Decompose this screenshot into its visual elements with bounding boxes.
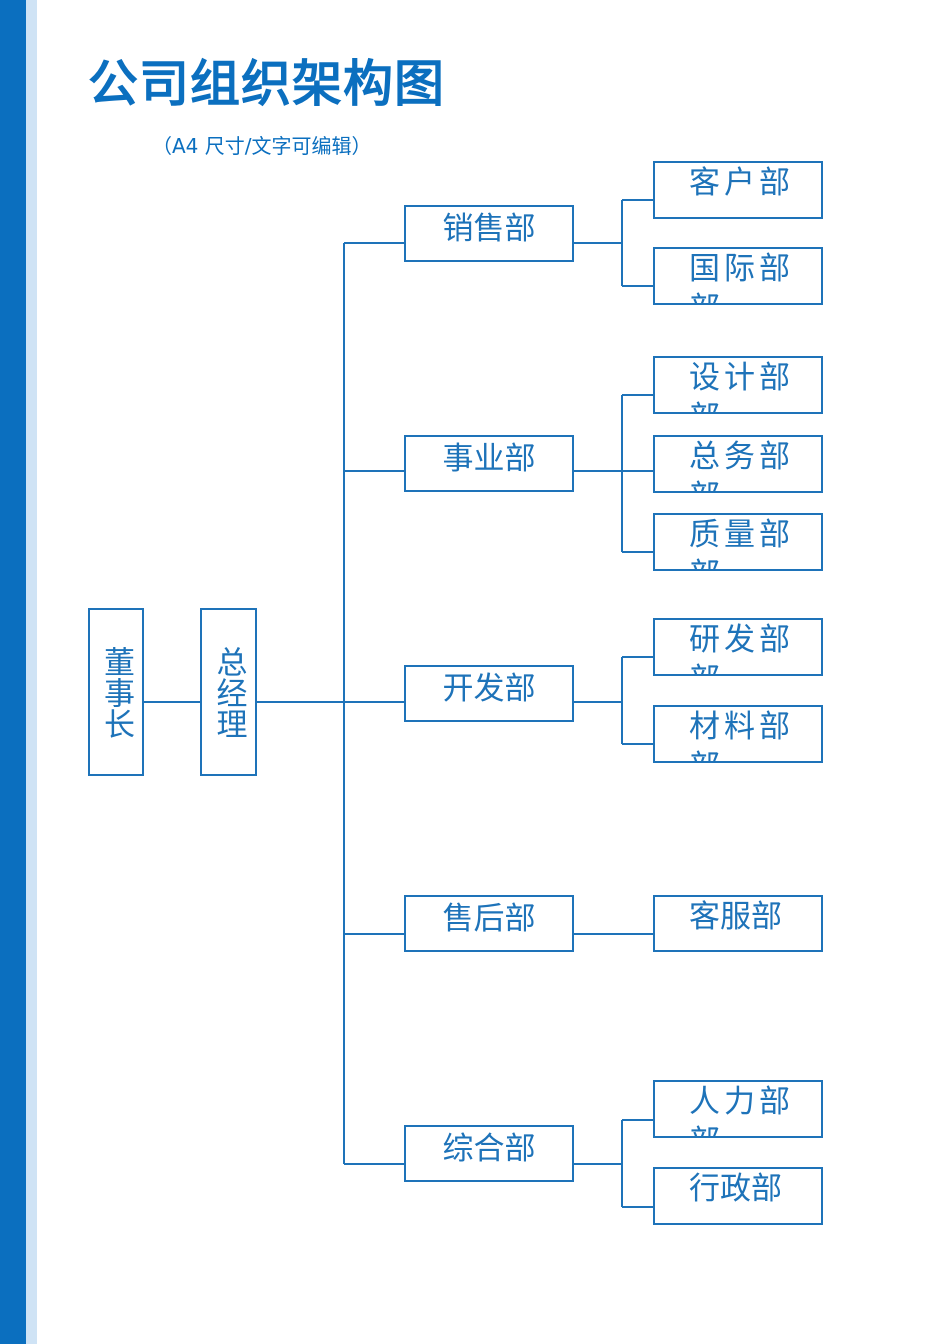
subdept-label: 材料部部 [689, 709, 794, 761]
dept-label: 事业部 [442, 441, 536, 477]
dept-label: 开发部 [442, 671, 536, 707]
subdept-label: 行政部 [689, 1171, 782, 1207]
subdept-label: 研发部部 [689, 622, 794, 674]
dept-box-after-sales: 售后部 [404, 895, 574, 952]
chairman-box: 董事长 [88, 608, 144, 776]
subdept-box-materials: 材料部部 [653, 705, 823, 763]
subdept-label: 设计部部 [689, 360, 794, 412]
subdept-box-hr: 人力部部 [653, 1080, 823, 1138]
dept-box-sales: 销售部 [404, 205, 574, 262]
left-accent-bar [0, 0, 26, 1344]
subdept-box-customer: 客户部 [653, 161, 823, 219]
subdept-label: 人力部部 [689, 1084, 794, 1136]
subdept-box-rnd: 研发部部 [653, 618, 823, 676]
dept-label: 综合部 [442, 1131, 536, 1167]
subdept-label: 质量部部 [689, 517, 794, 569]
subdept-box-design: 设计部部 [653, 356, 823, 414]
dept-label: 售后部 [442, 901, 536, 937]
subdept-box-general-affairs: 总务部部 [653, 435, 823, 493]
page-subtitle: （A4 尺寸/文字可编辑） [152, 134, 372, 158]
subdept-label: 客服部 [689, 899, 782, 935]
subdept-box-customer-service: 客服部 [653, 895, 823, 952]
subdept-box-international: 国际部部 [653, 247, 823, 305]
subdept-label: 总务部部 [689, 439, 794, 491]
subdept-label: 国际部部 [689, 251, 794, 303]
left-accent-bar-light [26, 0, 37, 1344]
chairman-label: 董事长 [98, 645, 134, 739]
subdept-box-administration: 行政部 [653, 1167, 823, 1225]
general-manager-box: 总经理 [200, 608, 257, 776]
dept-box-development: 开发部 [404, 665, 574, 722]
subdept-label: 客户部 [689, 165, 794, 201]
dept-label: 销售部 [442, 211, 536, 247]
subdept-box-quality: 质量部部 [653, 513, 823, 571]
page-title: 公司组织架构图 [88, 55, 445, 113]
dept-box-general: 综合部 [404, 1125, 574, 1182]
dept-box-business: 事业部 [404, 435, 574, 492]
general-manager-label: 总经理 [210, 645, 247, 739]
